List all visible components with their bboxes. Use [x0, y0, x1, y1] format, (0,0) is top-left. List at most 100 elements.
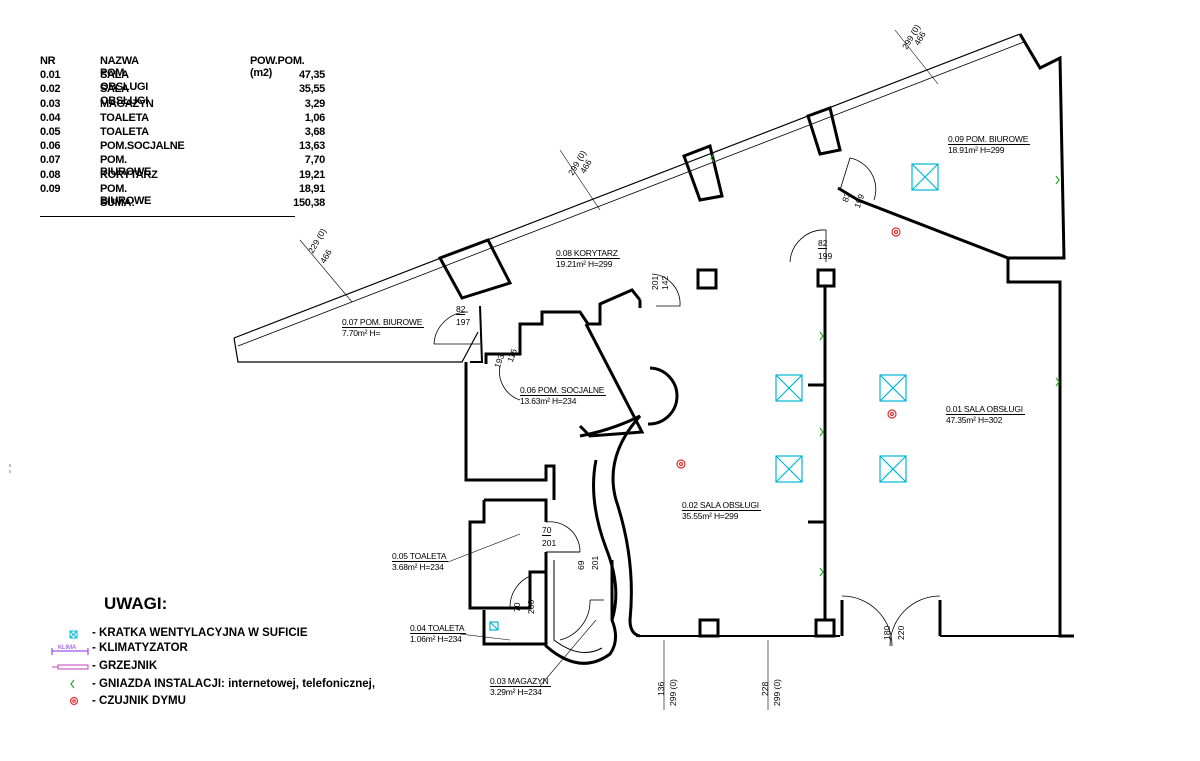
- row-area: 35,55: [298, 83, 325, 96]
- sum-label: SUMA:: [100, 196, 135, 209]
- row-area: 18,91: [298, 182, 325, 195]
- door-dim: 201: [650, 275, 660, 290]
- row-area: 19,21: [298, 168, 325, 181]
- column-square-1: [696, 268, 718, 290]
- vent-grille-icon: [879, 455, 907, 483]
- legend-item-radiator: - GRZEJNIK: [92, 660, 158, 672]
- window-dimension: 228: [760, 681, 770, 696]
- row-name: MAGAZYN: [100, 97, 154, 110]
- header-name: NAZWA POM.: [100, 55, 139, 79]
- door-swing-corridor: [789, 229, 827, 263]
- header-nr: NR: [40, 55, 56, 67]
- vent-grille-icon: [775, 455, 803, 483]
- room-area: 13.63m² H=234: [520, 396, 577, 406]
- row-name: TOALETA: [100, 125, 149, 138]
- window-dimension: 299 (0): [668, 679, 678, 706]
- room-area: 7.70m² H=: [342, 328, 381, 338]
- door-dim: 70: [512, 602, 522, 612]
- wall-office-009: [857, 198, 1009, 260]
- row-area: 3,68: [304, 125, 326, 138]
- vent-grille-icon: [69, 630, 78, 639]
- wall-social-room: [464, 362, 556, 500]
- room-name: 0.04 TOALETA: [410, 623, 467, 634]
- entrance-double-door: [841, 595, 941, 647]
- column-left: [437, 238, 513, 300]
- door-swing-corridor-2: [651, 273, 681, 307]
- vent-grille-icon: [775, 374, 803, 402]
- legend-item-smoke: - CZUJNIK DYMU: [92, 695, 186, 707]
- door-swing-office: [839, 157, 877, 201]
- row-nr: 0.07: [40, 154, 61, 167]
- diagonal-facade-wall: [233, 33, 1025, 363]
- socket-icon: [1055, 377, 1060, 387]
- sum-value: 150,38: [293, 196, 325, 209]
- door-dim: 200: [526, 599, 536, 614]
- vent-grille-icon: [879, 374, 907, 402]
- outer-wall-northeast: [1006, 33, 1074, 638]
- window-dimension: 136: [656, 681, 666, 696]
- air-conditioner-label: KLIMA: [58, 645, 77, 651]
- socket-icon: [1055, 175, 1060, 185]
- socket-icon: [710, 153, 715, 163]
- door-dim: 180: [882, 625, 892, 640]
- room-area: 3.29m² H=234: [490, 687, 542, 697]
- row-nr: 0.02: [40, 83, 61, 96]
- curved-wall-hall: [579, 414, 642, 638]
- wall-toilet-004: [482, 610, 546, 646]
- smoke-detector-icon: [887, 409, 897, 419]
- row-area: 13,63: [298, 140, 325, 153]
- header-area: POW.POM. (m2): [250, 55, 305, 79]
- door-dim: 201: [590, 555, 600, 570]
- wall-toilet-005: [484, 498, 548, 522]
- room-name: 0.06 POM. SOCJALNE: [520, 385, 607, 396]
- door-dim-height: 199: [818, 251, 833, 261]
- smoke-detector-icon: [69, 696, 79, 706]
- row-area: 47,35: [298, 69, 325, 82]
- column-right: [806, 106, 842, 156]
- door-dim: 220: [896, 625, 906, 640]
- row-name: KORYTARZ: [100, 168, 158, 181]
- table-divider: [40, 216, 295, 217]
- room-name: 0.08 KORYTARZ: [556, 248, 620, 259]
- legend-item-socket: - GNIAZDA INSTALACJI: internetowej, tele…: [92, 678, 376, 690]
- vent-grille-icon: [911, 163, 939, 191]
- door-swing-social: [499, 365, 521, 401]
- room-name: 0.09 POM. BIUROWE: [948, 134, 1031, 145]
- room-area: 19.21m² H=299: [556, 259, 613, 269]
- column-square-2: [816, 268, 836, 288]
- room-name: 0.05 TOALETA: [392, 551, 449, 562]
- row-nr: 0.04: [40, 111, 61, 124]
- wall-office-007: [470, 305, 484, 363]
- row-nr: 0.09: [40, 182, 61, 195]
- room-name: 0.07 POM. BIUROWE: [342, 317, 425, 328]
- room-area: 47.35m² H=302: [946, 415, 1003, 425]
- row-nr: 0.03: [40, 97, 61, 110]
- row-area: 3,29: [304, 97, 326, 110]
- room-name: 0.02 SALA OBSŁUGI: [682, 500, 761, 511]
- door-swing-office-007: [433, 311, 469, 345]
- door-dim-width: 82: [456, 304, 466, 315]
- column-square-3: [698, 618, 720, 638]
- room-area: 18.91m² H=299: [948, 145, 1005, 155]
- legend-item-klima: - KLIMATYZATOR: [92, 642, 188, 654]
- row-nr: 0.06: [40, 140, 61, 153]
- column-square-4: [814, 618, 836, 638]
- vent-grille-icon: [489, 621, 499, 631]
- door-dim: 142: [660, 275, 670, 290]
- row-name: POM. BIUROWE: [100, 154, 152, 179]
- row-nr: 0.01: [40, 69, 61, 82]
- room-name: 0.01 SALA OBSŁUGI: [946, 404, 1025, 415]
- legend-title: UWAGI:: [104, 594, 168, 613]
- row-name: SALA OBSŁUGI: [100, 69, 149, 94]
- socket-icon: [70, 679, 75, 689]
- door-dim-width: 70: [542, 525, 552, 536]
- room-area: 35.55m² H=299: [682, 511, 739, 521]
